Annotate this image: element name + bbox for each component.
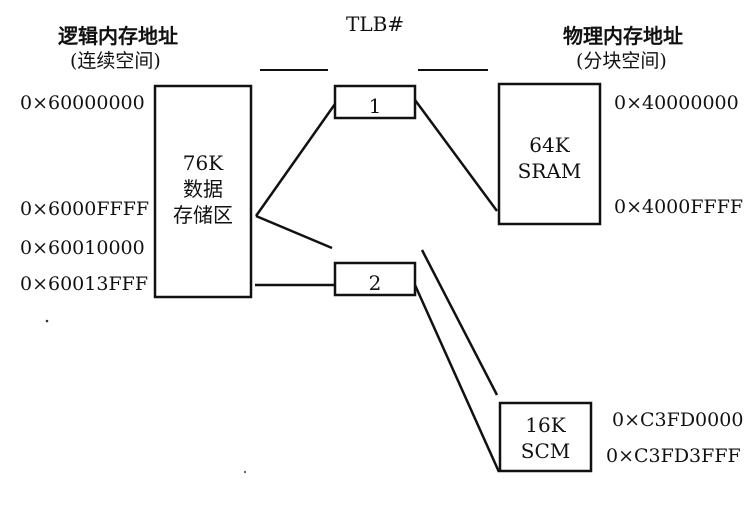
logical-address-subtitle: (连续空间) [70, 50, 161, 72]
physical-address-label: 0×4000FFFF [614, 196, 744, 218]
logical-address-label: 0×6000FFFF [20, 198, 150, 220]
connector-tlb2-to-scm-a [420, 249, 499, 396]
physical-address-label: 0×C3FD3FFF [606, 445, 741, 467]
scm-size: 16K [525, 413, 566, 437]
stray-dot [243, 470, 247, 474]
logical-address-title: 逻辑内存地址 [58, 24, 178, 48]
data-area-name-1: 数据 [183, 177, 223, 201]
connector-data-to-tlb1 [254, 103, 337, 217]
data-area-name-2: 存储区 [173, 203, 233, 227]
tlb-entry-1-label: 1 [368, 94, 382, 118]
connector-tlb1-to-sram [413, 99, 499, 212]
sram-block-label: 64K SRAM [499, 132, 600, 184]
sram-size: 64K [529, 133, 570, 157]
sram-block-box [497, 82, 602, 226]
tlb-title: TLB# [346, 12, 405, 36]
data-area-size: 76K [182, 151, 224, 175]
scm-block-box [498, 401, 593, 473]
logical-address-label: 0×60013FFF [20, 273, 148, 295]
sram-type: SRAM [517, 159, 582, 183]
logical-address-label: 0×60000000 [20, 92, 145, 114]
tlb-entry-2-box [333, 261, 417, 297]
data-area-box [153, 84, 253, 299]
physical-address-title: 物理内存地址 [563, 24, 683, 48]
physical-address-label: 0×C3FD0000 [612, 409, 744, 431]
physical-address-subtitle: (分块空间) [576, 50, 667, 72]
connector-tlb2-to-scm-b [413, 284, 501, 473]
tlb-entry-2-label: 2 [368, 271, 382, 295]
connector-data-to-tlb2-upper [255, 214, 333, 250]
physical-address-label: 0×40000000 [614, 92, 739, 114]
scm-type: SCM [520, 439, 571, 463]
scm-block-label: 16K SCM [500, 412, 591, 464]
stray-dot [45, 319, 49, 323]
logical-address-label: 0×60010000 [20, 237, 145, 259]
data-area-label: 76K 数据 存储区 [155, 150, 251, 228]
